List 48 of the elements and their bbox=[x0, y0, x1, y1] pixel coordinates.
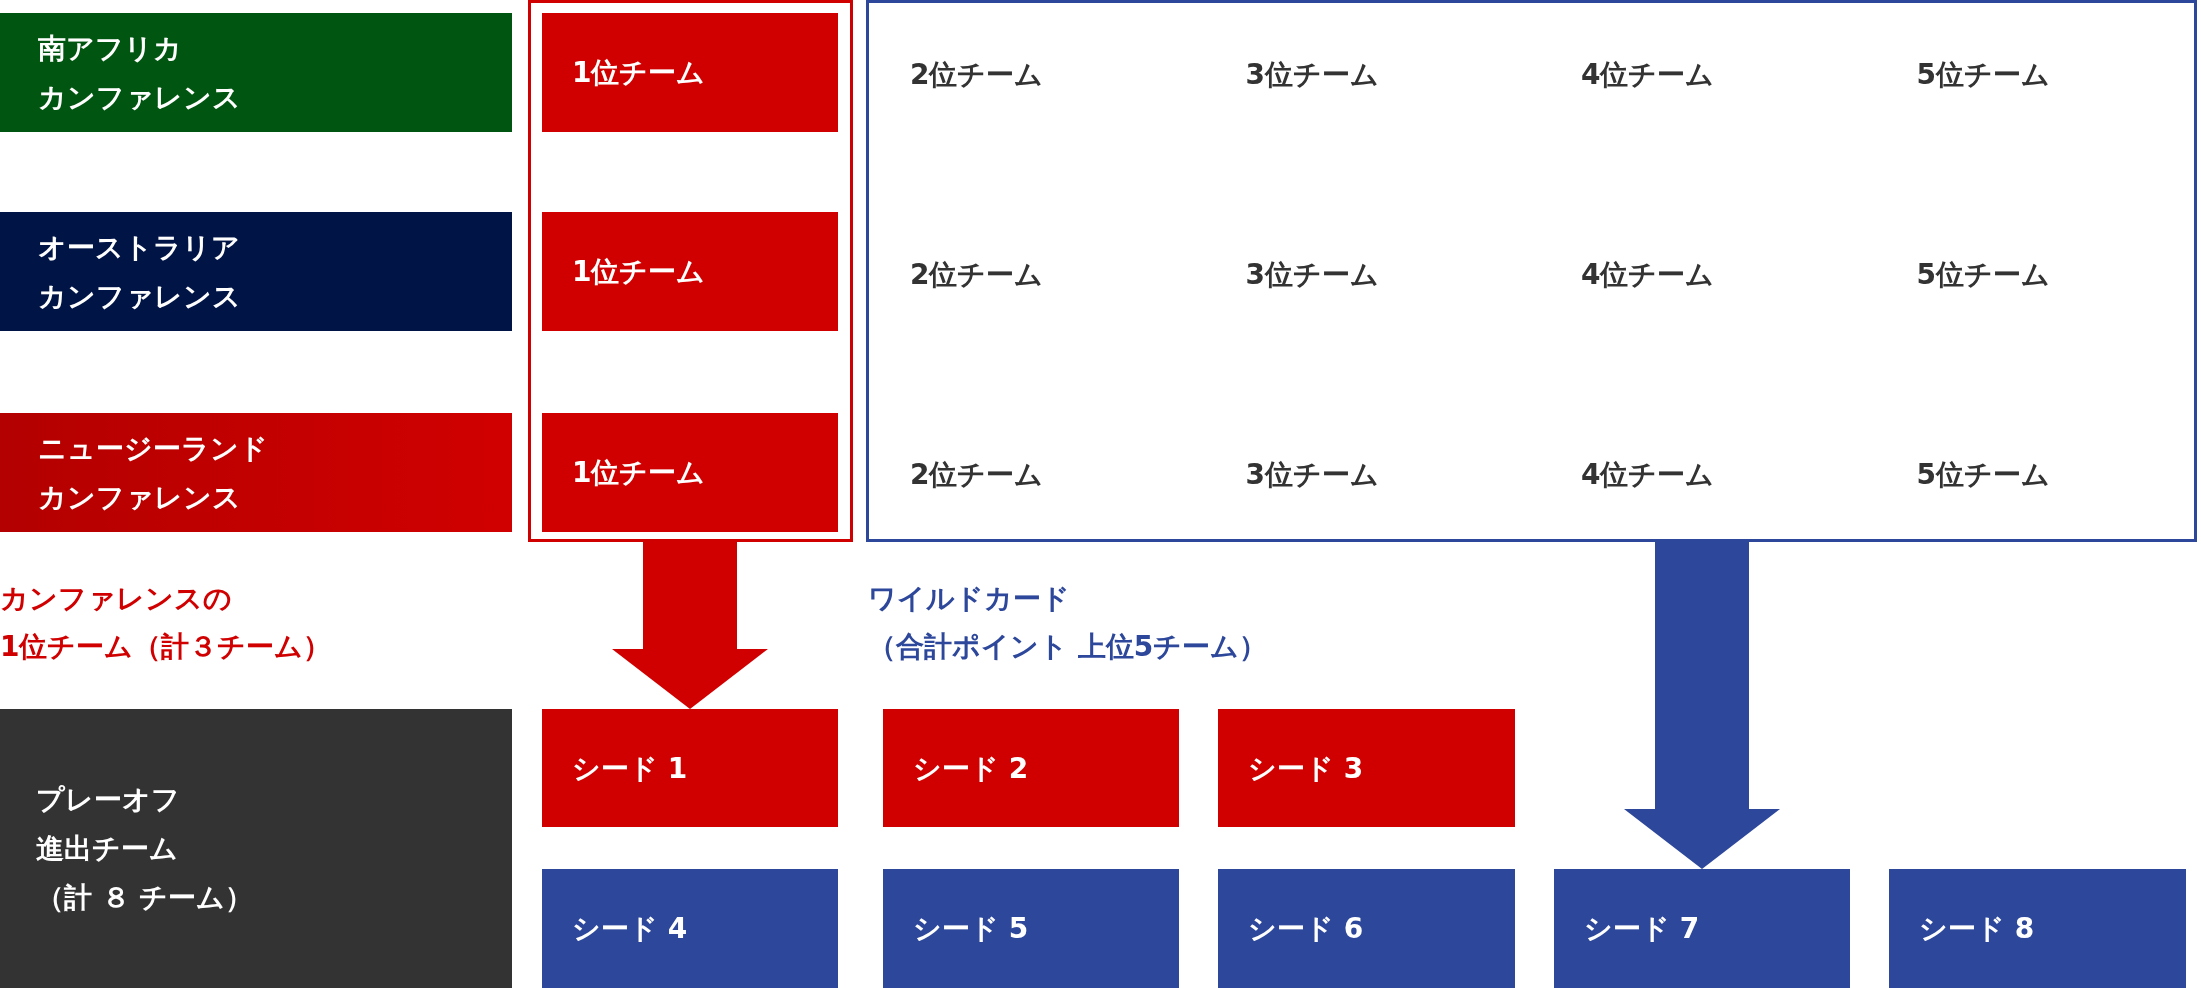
team-label: 4位チーム bbox=[1581, 257, 1715, 293]
wildcard-frame bbox=[866, 0, 2197, 542]
box-label: シード 3 bbox=[1248, 750, 1364, 787]
team-label: 5位チーム bbox=[1916, 457, 2050, 493]
box-label: シード 7 bbox=[1584, 911, 1700, 947]
seed-box bbox=[542, 709, 838, 827]
seed-box bbox=[542, 869, 838, 988]
team-label: 5位チーム bbox=[1916, 257, 2050, 293]
conference-box bbox=[0, 13, 512, 132]
box-label: ニュージーランドカンファレンス bbox=[38, 430, 268, 516]
team-label: 4位チーム bbox=[1581, 57, 1715, 93]
team-label: 2位チーム bbox=[910, 57, 1044, 93]
seed-box bbox=[1218, 709, 1515, 827]
playoff-box bbox=[0, 709, 512, 988]
team-label: 2位チーム bbox=[910, 457, 1044, 493]
box-label: シード 4 bbox=[572, 911, 688, 947]
seed-box bbox=[883, 709, 1179, 827]
box-label: シード 2 bbox=[913, 750, 1029, 787]
team-label: 3位チーム bbox=[1245, 57, 1379, 93]
block-arrow bbox=[1624, 542, 1780, 869]
group-frame bbox=[528, 0, 853, 542]
team-box bbox=[542, 13, 838, 132]
conference-box bbox=[0, 413, 512, 532]
team-label: 4位チーム bbox=[1581, 457, 1715, 493]
team-label: 3位チーム bbox=[1245, 457, 1379, 493]
seed-box bbox=[1889, 869, 2186, 988]
box-label: 南アフリカカンファレンス bbox=[38, 30, 241, 116]
annotation-text: カンファレンスの1位チーム（計３チーム） bbox=[0, 581, 332, 665]
annotation-text: ワイルドカード（合計ポイント 上位5チーム） bbox=[868, 581, 1268, 665]
box-label: シード 5 bbox=[913, 911, 1029, 947]
conference-box bbox=[0, 212, 512, 331]
block-arrow bbox=[612, 542, 768, 709]
box-label: プレーオフ進出チーム（計 ８ チーム） bbox=[36, 782, 254, 916]
team-label: 5位チーム bbox=[1916, 57, 2050, 93]
team-label: 2位チーム bbox=[910, 257, 1044, 293]
box-label: シード 1 bbox=[572, 750, 688, 787]
box-label: シード 8 bbox=[1919, 911, 2035, 947]
box-label: 1位チーム bbox=[572, 55, 706, 91]
team-label: 3位チーム bbox=[1245, 257, 1379, 293]
box-label: シード 6 bbox=[1248, 911, 1364, 947]
team-box bbox=[542, 413, 838, 532]
seed-box bbox=[883, 869, 1179, 988]
box-label: オーストラリアカンファレンス bbox=[38, 229, 241, 315]
box-label: 1位チーム bbox=[572, 455, 706, 491]
seed-box bbox=[1554, 869, 1850, 988]
seed-box bbox=[1218, 869, 1515, 988]
box-label: 1位チーム bbox=[572, 254, 706, 290]
team-box bbox=[542, 212, 838, 331]
